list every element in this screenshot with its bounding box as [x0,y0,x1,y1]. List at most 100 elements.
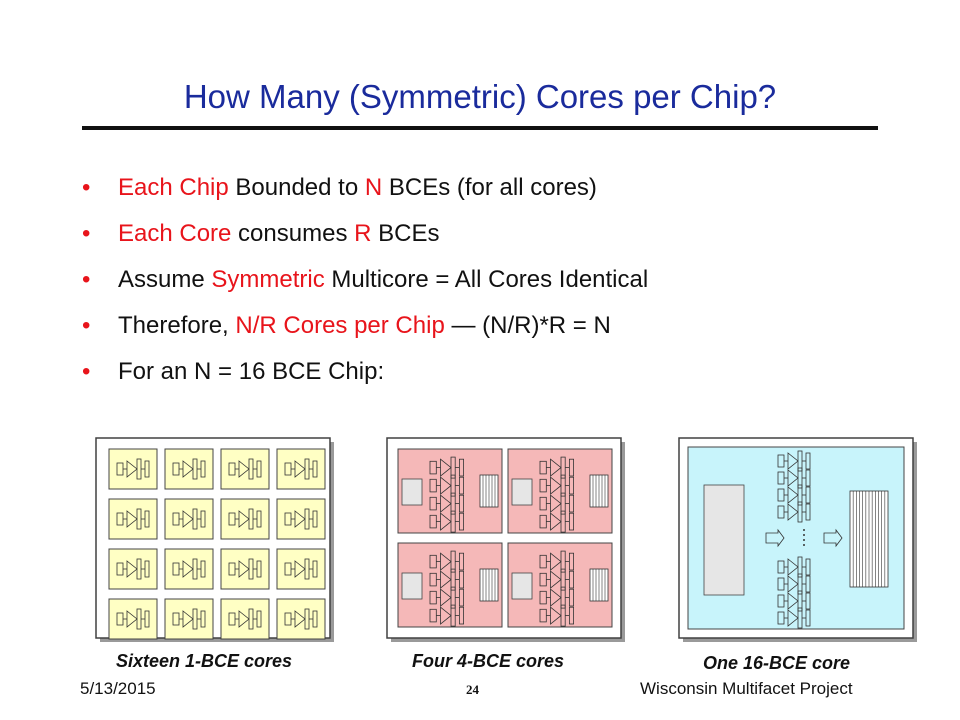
small-core [220,498,270,540]
bce-glyph [429,492,465,515]
bullet-segment: — (N/R)*R = N [444,312,611,339]
bce-glyph [539,474,574,497]
bce-glyph [539,604,574,627]
bce-stage [568,570,574,589]
small-core [164,598,214,640]
small-core [164,448,214,490]
bce-alu [182,510,194,528]
small-core [220,448,270,490]
bce-glyph [228,508,262,530]
slide-title: How Many (Symmetric) Cores per Chip? [183,78,777,115]
bce-glyph [228,558,262,580]
bullet-item: •Assume Symmetric Multicore = All Cores … [80,260,920,306]
small-core [220,598,270,640]
bce-alu [440,458,452,477]
small-core [108,448,158,490]
core-memory-block [703,484,745,596]
bullet-segment: BCEs (for all cores) [382,174,597,201]
bce-glyph [172,558,206,580]
bullet-segment: Each Chip [118,174,229,201]
bce-alu [440,606,452,625]
bullet-text: Assume Symmetric Multicore = All Cores I… [118,266,648,293]
bce-alu [294,460,306,478]
bullet-list: •Each Chip Bounded to N BCEs (for all co… [80,168,920,398]
bce-stage [200,510,206,528]
bullet-segment: Symmetric [211,266,325,293]
bce-stage [459,458,465,477]
bce-stage [568,588,574,607]
small-core [108,548,158,590]
bce-glyph [777,450,811,472]
bce-stage [805,452,811,470]
bce-glyph [539,586,574,609]
bce-stage [256,610,262,628]
bce-alu [238,510,250,528]
caption-one-core: One 16-BCE core [703,653,851,673]
small-core [276,598,326,640]
bce-stage [539,590,547,605]
bullet-dot-icon: • [82,358,91,385]
bce-stage [568,552,574,571]
bce-stage [805,486,811,504]
bce-stage [459,512,465,531]
bullet-text: For an N = 16 BCE Chip: [118,358,384,385]
cache-block [849,490,889,588]
bce-alu [440,476,452,495]
bce-glyph [116,508,150,530]
bce-glyph [116,558,150,580]
bullet-text: Therefore, N/R Cores per Chip — (N/R)*R … [118,312,611,339]
bce-stage [312,610,318,628]
bce-glyph [228,458,262,480]
bce-alu [238,460,250,478]
bce-glyph [539,456,574,479]
page-number: 24 [466,682,479,697]
bullet-segment: R [354,220,372,247]
small-core [164,498,214,540]
bce-alu [550,512,562,531]
bce-glyph [777,590,811,612]
bce-glyph [539,510,574,533]
bce-alu [182,610,194,628]
title-underline [82,126,878,130]
core-memory-block [511,572,533,600]
footer-date: 5/13/2015 [80,679,156,698]
bce-alu [440,570,452,589]
bce-alu [787,609,799,627]
bce-alu [787,469,799,487]
bce-stage [312,560,318,578]
bullet-item: • For an N = 16 BCE Chip: [80,352,920,398]
bce-glyph [777,501,811,523]
bce-stage [539,572,547,587]
bce-stage [568,494,574,513]
bullet-dot-icon: • [82,312,91,339]
bce-stage [256,460,262,478]
bce-glyph [116,608,150,630]
bce-alu [550,552,562,571]
bce-stage [200,460,206,478]
bce-stage [459,552,465,571]
core-memory-block [401,478,423,506]
bullet-segment: Assume [118,266,212,293]
bce-stage [805,609,811,627]
bce-glyph [284,458,318,480]
arrow-right-icon [765,528,785,548]
bce-alu [126,510,138,528]
bullet-segment: Bounded to [228,174,365,201]
cache-block [479,474,499,508]
small-core [220,548,270,590]
bce-glyph [172,458,206,480]
caption-sixteen-cores: Sixteen 1-BCE cores [116,651,293,671]
bce-stage [429,460,437,475]
bce-stage [568,606,574,625]
bce-glyph [116,458,150,480]
bce-glyph [777,484,811,506]
bce-stage [429,554,437,569]
bce-stage [429,608,437,623]
small-core [108,598,158,640]
cache-block [589,568,609,602]
bce-stage [312,460,318,478]
bullet-segment: BCEs [371,220,440,247]
bce-alu [550,588,562,607]
bce-alu [440,588,452,607]
bce-glyph [429,510,465,533]
